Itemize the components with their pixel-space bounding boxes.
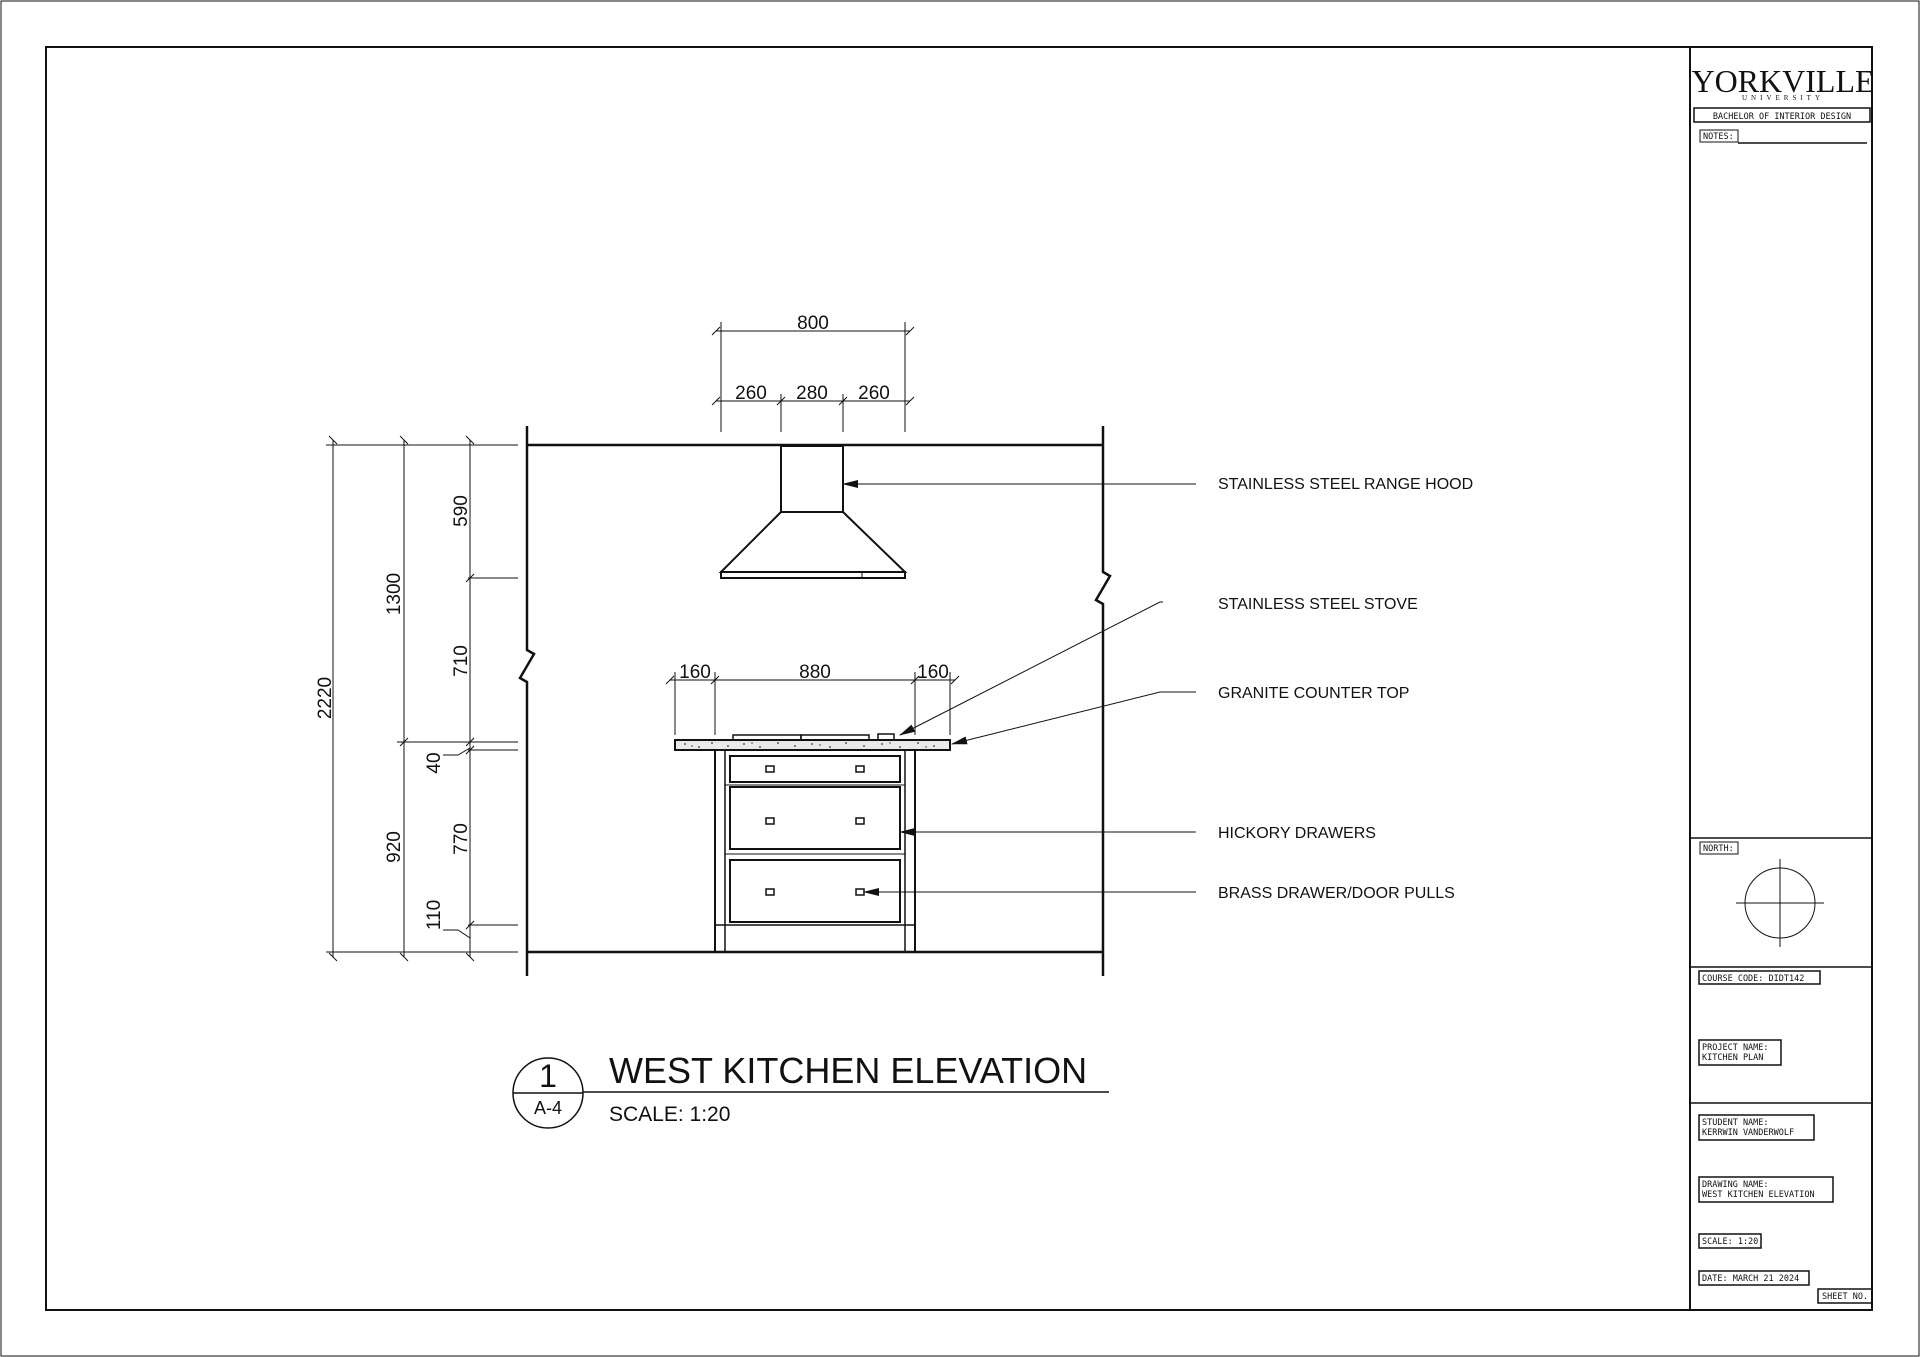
dim-upper-height: 1300 xyxy=(384,573,405,615)
dim-counter-mid: 880 xyxy=(799,662,831,683)
project-name-label: PROJECT NAME: xyxy=(1702,1043,1769,1053)
leader-lines xyxy=(842,480,1196,896)
right-wall-break xyxy=(1094,426,1112,976)
note-range-hood: STAINLESS STEEL RANGE HOOD xyxy=(1218,476,1473,493)
north-arrow-icon xyxy=(1736,859,1824,947)
dim-counter-left: 160 xyxy=(679,662,711,683)
note-counter-top: GRANITE COUNTER TOP xyxy=(1218,685,1409,702)
note-drawers: HICKORY DRAWERS xyxy=(1218,825,1376,842)
brass-pull xyxy=(855,817,865,825)
dim-hood-height: 590 xyxy=(451,495,472,527)
notes-label: NOTES: xyxy=(1703,132,1734,142)
dim-cabinet-height: 770 xyxy=(451,823,472,855)
drawing-scale: SCALE: 1:20 xyxy=(609,1103,730,1126)
drawing-name: WEST KITCHEN ELEVATION xyxy=(1702,1190,1815,1200)
brass-pull xyxy=(765,888,775,896)
title-block-date: DATE: MARCH 21 2024 xyxy=(1702,1274,1799,1284)
note-stove: STAINLESS STEEL STOVE xyxy=(1218,596,1418,613)
brass-pull xyxy=(855,765,865,773)
title-block-scale: SCALE: 1:20 xyxy=(1702,1237,1758,1247)
hickory-drawer xyxy=(729,755,901,783)
dim-hood-right: 260 xyxy=(858,383,890,404)
north-label: NORTH: xyxy=(1703,844,1734,854)
left-wall-break xyxy=(518,426,536,976)
dim-toe-kick: 110 xyxy=(424,900,445,930)
granite-countertop xyxy=(674,739,951,751)
hickory-drawer xyxy=(729,859,901,923)
university-subtitle: UNIVERSITY xyxy=(1742,94,1824,102)
dim-overall-height: 2220 xyxy=(315,677,336,719)
drawing-name-label: DRAWING NAME: xyxy=(1702,1180,1769,1190)
brass-pull xyxy=(765,765,775,773)
hickory-drawer xyxy=(729,786,901,850)
elevation-drawing xyxy=(518,426,1112,976)
dim-hood-mid: 280 xyxy=(796,383,828,404)
note-pulls: BRASS DRAWER/DOOR PULLS xyxy=(1218,885,1455,902)
detail-number: 1 xyxy=(539,1058,557,1094)
sheet-number-label: SHEET NO. xyxy=(1822,1292,1868,1302)
brass-pull xyxy=(855,888,865,896)
detail-bubble-icon xyxy=(512,1057,584,1129)
title-block: YORKVILLE UNIVERSITY BACHELOR OF INTERIO… xyxy=(1690,63,1875,1304)
range-hood xyxy=(718,445,908,579)
dim-hood-left: 260 xyxy=(735,383,767,404)
program-label: BACHELOR OF INTERIOR DESIGN xyxy=(1713,112,1851,122)
vertical-dimensions xyxy=(326,435,518,962)
dim-hood-clearance: 710 xyxy=(451,645,472,677)
drawing-frame xyxy=(45,46,1873,1311)
drawing-title: WEST KITCHEN ELEVATION xyxy=(609,1050,1087,1091)
sheet-reference: A-4 xyxy=(534,1098,562,1118)
student-name: KERRWIN VANDERWOLF xyxy=(1702,1128,1794,1138)
university-logo: YORKVILLE xyxy=(1691,63,1874,99)
cabinet xyxy=(714,749,916,953)
dim-hood-total: 800 xyxy=(797,313,829,334)
dim-lower-height: 920 xyxy=(384,831,405,863)
hood-dimensions xyxy=(711,322,915,432)
counter-dimensions xyxy=(665,672,960,735)
student-name-label: STUDENT NAME: xyxy=(1702,1118,1769,1128)
project-name: KITCHEN PLAN xyxy=(1702,1053,1763,1063)
dim-counter-right: 160 xyxy=(917,662,949,683)
course-code: COURSE CODE: DIDT142 xyxy=(1702,974,1804,984)
brass-pull xyxy=(765,817,775,825)
dim-counter-thickness: 40 xyxy=(424,752,445,773)
drawing-title-block: 1 A-4 WEST KITCHEN ELEVATION SCALE: 1:20 xyxy=(512,1050,1109,1129)
